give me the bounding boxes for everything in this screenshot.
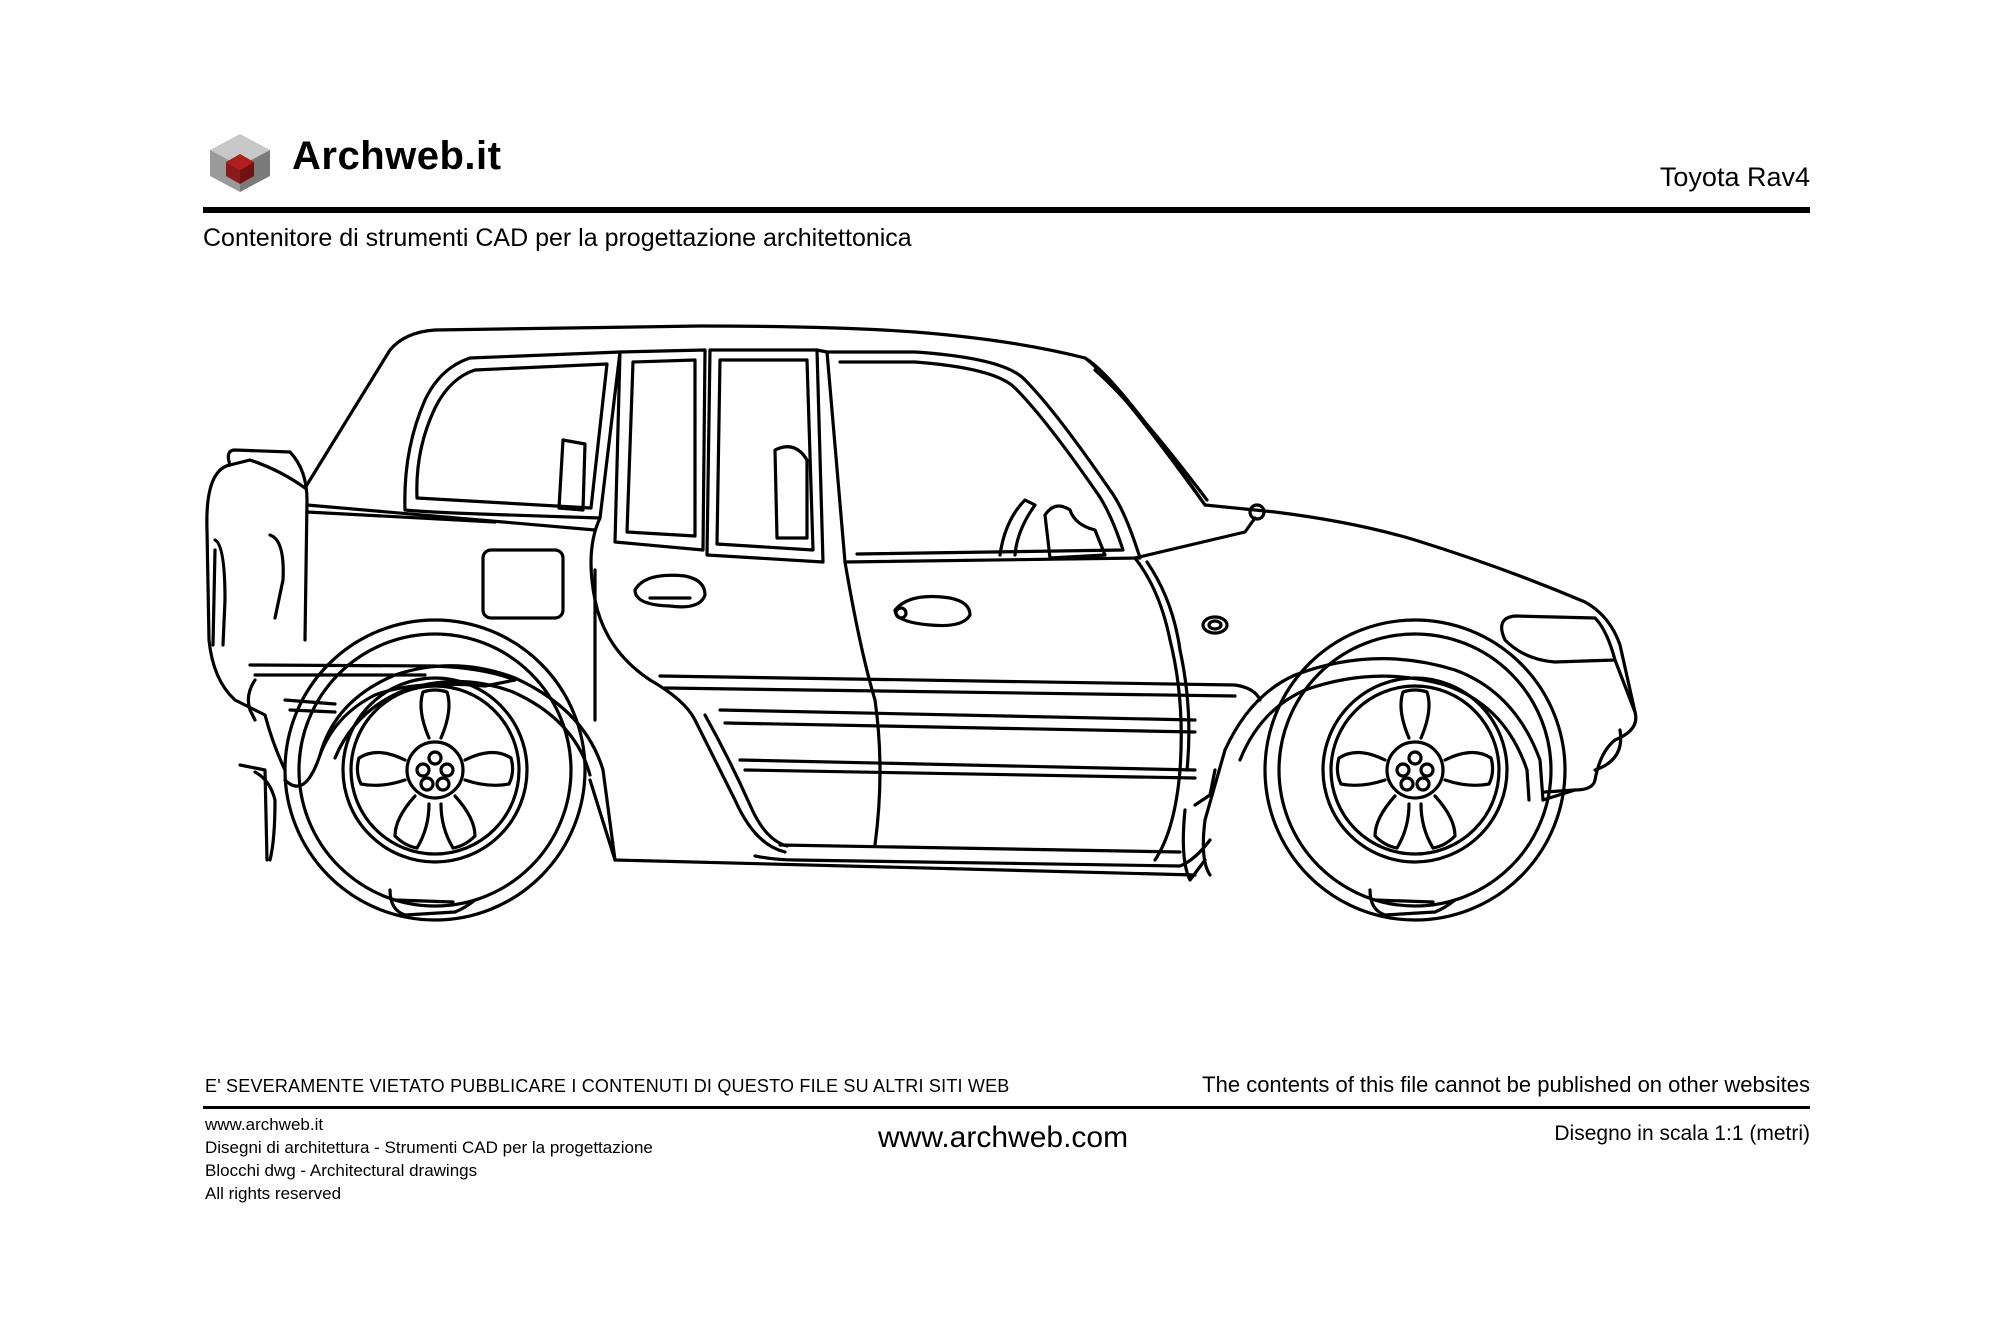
brand-name: Archweb.it bbox=[292, 134, 502, 178]
scale-note: Disegno in scala 1:1 (metri) bbox=[1554, 1122, 1810, 1145]
footer-line-cad: Disegni di architettura - Strumenti CAD … bbox=[205, 1138, 653, 1157]
footer-info: www.archweb.it Disegni di architettura -… bbox=[205, 1113, 653, 1205]
archweb-logo-icon bbox=[210, 134, 270, 192]
header-divider bbox=[203, 207, 1810, 213]
car-side-drawing bbox=[205, 324, 1638, 922]
footer-website[interactable]: www.archweb.it bbox=[205, 1115, 324, 1134]
footer-url-link[interactable]: www.archweb.com bbox=[878, 1121, 1129, 1154]
copyright-notice-english: The contents of this file cannot be publ… bbox=[1202, 1072, 1810, 1097]
subtitle: Contenitore di strumenti CAD per la prog… bbox=[203, 224, 912, 252]
footer-line-rights: All rights reserved bbox=[205, 1184, 342, 1203]
footer-line-dwg: Blocchi dwg - Architectural drawings bbox=[205, 1161, 478, 1180]
drawing-title: Toyota Rav4 bbox=[1659, 162, 1810, 192]
copyright-notice-italian: E' SEVERAMENTE VIETATO PUBBLICARE I CONT… bbox=[205, 1076, 1010, 1096]
footer-divider bbox=[203, 1106, 1810, 1109]
